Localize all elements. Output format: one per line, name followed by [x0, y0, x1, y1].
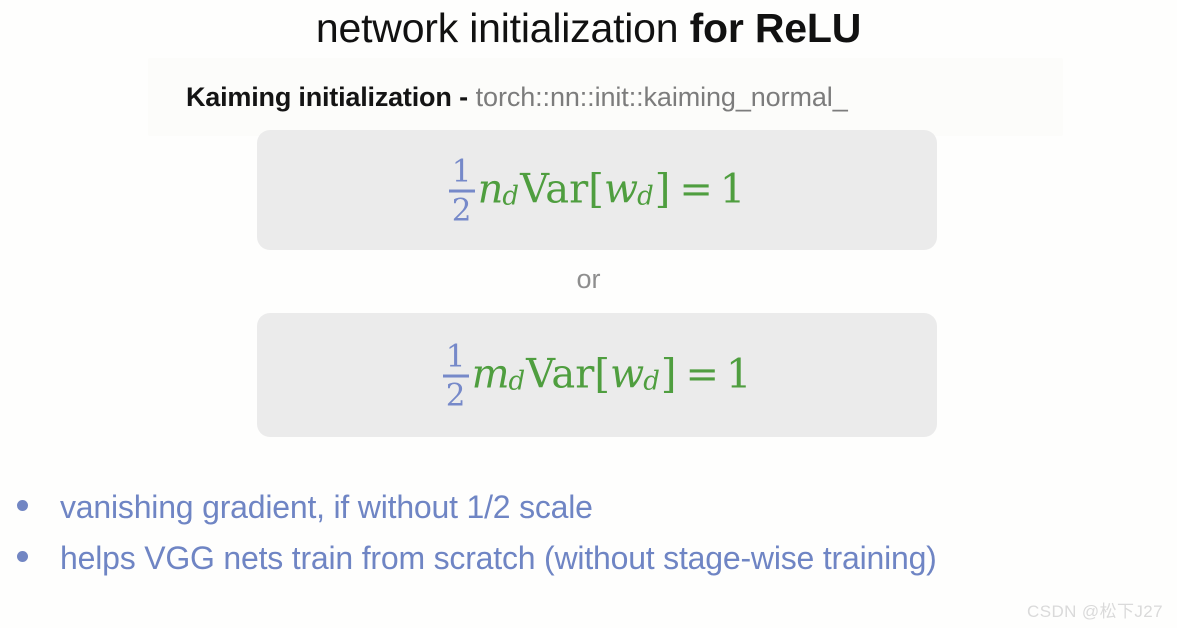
var-function-label: Var	[526, 352, 595, 398]
fraction-denominator: 2	[451, 192, 472, 229]
fraction-bar	[442, 374, 469, 378]
fraction-bar	[448, 189, 475, 193]
subtitle: Kaiming initialization - torch::nn::init…	[186, 78, 848, 116]
csdn-watermark: CSDN @松下J27	[1027, 602, 1163, 621]
formula-connector-or: or	[576, 264, 601, 294]
bullet-list: vanishing gradient, if without 1/2 scale…	[0, 485, 1177, 587]
bullet-text-vgg-training: helps VGG nets train from scratch (witho…	[60, 540, 937, 576]
title-plain-part: network initialization	[315, 5, 690, 51]
variable-w: w	[609, 352, 645, 398]
variable-n-subscript: d	[502, 182, 520, 212]
variable-m: m	[471, 352, 510, 398]
equals-sign: =	[685, 352, 719, 398]
var-function-label: Var	[520, 167, 589, 213]
bullet-dot-icon	[17, 500, 28, 511]
variable-w-subscript: d	[637, 182, 654, 212]
variable-w-subscript: d	[643, 367, 660, 397]
fraction-numerator: 1	[445, 338, 466, 375]
fraction-numerator: 1	[451, 153, 472, 190]
formula-result: 1	[719, 167, 746, 213]
formula-result: 1	[725, 352, 752, 398]
open-bracket: [	[594, 352, 610, 398]
fraction-one-half: 1 2	[448, 153, 475, 229]
title-bold-part: for ReLU	[689, 5, 862, 51]
close-bracket: ]	[660, 352, 677, 398]
open-bracket: [	[588, 167, 604, 213]
fraction-one-half: 1 2	[442, 338, 469, 414]
list-item: helps VGG nets train from scratch (witho…	[0, 536, 1177, 587]
equals-sign: =	[679, 167, 713, 213]
fraction-denominator: 2	[445, 377, 466, 414]
variable-w: w	[603, 167, 639, 213]
close-bracket: ]	[654, 167, 671, 213]
list-item: vanishing gradient, if without 1/2 scale	[0, 485, 1177, 536]
subtitle-separator: -	[451, 82, 476, 112]
bullet-dot-icon	[17, 551, 28, 562]
subtitle-heading: Kaiming initialization	[186, 82, 452, 112]
variable-n: n	[477, 167, 504, 213]
bullet-text-vanishing-gradient: vanishing gradient, if without 1/2 scale	[60, 489, 593, 525]
page-title: network initialization for ReLU	[0, 2, 1177, 54]
variable-m-subscript: d	[508, 367, 526, 397]
subtitle-api-path: torch::nn::init::kaiming_normal_	[475, 82, 848, 112]
